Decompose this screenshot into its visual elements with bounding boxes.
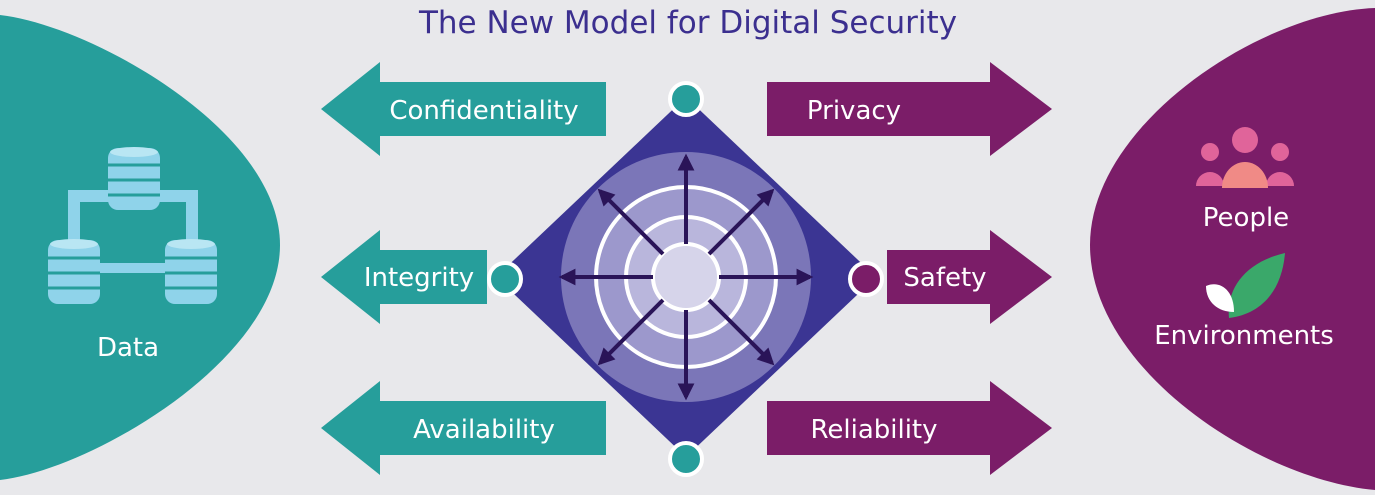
radiating-target-icon <box>496 97 876 457</box>
availability-arrow <box>321 381 606 475</box>
people-environments-panel <box>1090 8 1375 490</box>
people-group-icon <box>1196 127 1294 188</box>
right-node <box>848 261 884 297</box>
reliability-label: Reliability <box>810 415 937 445</box>
privacy-label: Privacy <box>807 96 901 126</box>
data-label: Data <box>97 333 159 363</box>
people-label: People <box>1203 203 1289 233</box>
bottom-node <box>668 441 704 477</box>
confidentiality-label: Confidentiality <box>389 96 578 126</box>
safety-arrow <box>887 230 1052 324</box>
data-panel <box>0 15 280 480</box>
database-network-icon <box>48 147 217 304</box>
top-node <box>668 81 704 117</box>
reliability-arrow <box>767 381 1052 475</box>
confidentiality-arrow <box>321 62 606 156</box>
environments-label: Environments <box>1154 321 1334 351</box>
integrity-arrow <box>321 230 487 324</box>
privacy-arrow <box>767 62 1052 156</box>
leaf-icon <box>1206 253 1285 318</box>
availability-label: Availability <box>413 415 555 445</box>
diagram-title: The New Model for Digital Security <box>418 5 957 41</box>
integrity-label: Integrity <box>364 263 474 293</box>
left-node <box>487 261 523 297</box>
safety-label: Safety <box>903 263 986 293</box>
